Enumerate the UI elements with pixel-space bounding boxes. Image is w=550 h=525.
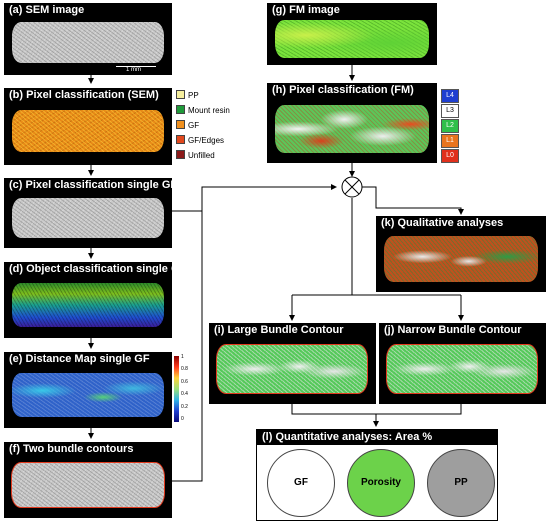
legend-fm-item: L1	[441, 134, 459, 148]
panel-pixel-classification-single-gf: (c) Pixel classification single GF	[4, 178, 172, 248]
panel-title: (i) Large Bundle Contour	[214, 324, 344, 336]
legend-sem-item: Unfilled	[176, 150, 215, 160]
panel-title: (k) Qualitative analyses	[381, 217, 504, 229]
panel-title: (l) Quantitative analyses: Area %	[262, 431, 433, 443]
colorbar-tick-label: 0.8	[181, 366, 188, 373]
panel-object-classification: (d) Object classification single GF	[4, 262, 172, 338]
specimen-narrow-contour	[387, 345, 537, 393]
panel-title: (j) Narrow Bundle Contour	[384, 324, 522, 336]
colorbar-tick-label: 0.2	[181, 403, 188, 410]
panel-two-bundle-contours: (f) Two bundle contours	[4, 442, 172, 518]
panel-pixel-classification-sem: (b) Pixel classification (SEM)	[4, 88, 172, 165]
legend-label: PP	[188, 91, 199, 100]
panel-header-bar	[257, 430, 497, 445]
specimen-distance-map	[12, 373, 164, 417]
specimen-object-classes	[12, 283, 164, 327]
colorbar-tick-label: 0	[181, 416, 184, 422]
legend-label: Mount resin	[188, 106, 230, 115]
panel-narrow-bundle-contour: (j) Narrow Bundle Contour	[379, 323, 546, 404]
specimen-fm-classified	[275, 105, 429, 153]
panel-title: (g) FM image	[272, 4, 340, 16]
area-circle-porosity: Porosity	[347, 449, 415, 517]
colorbar-tick-label: 0.4	[181, 391, 188, 398]
legend-sem-item: GF	[176, 120, 199, 130]
legend-fm-item: L3	[441, 104, 459, 118]
legend-swatch	[176, 90, 185, 99]
area-circle-gf: GF	[267, 449, 335, 517]
combine-node	[341, 176, 363, 198]
specimen-large-contour	[217, 345, 367, 393]
specimen-single-gf	[12, 198, 164, 238]
specimen-contours	[12, 463, 164, 507]
legend-sem-item: Mount resin	[176, 105, 230, 115]
legend-swatch	[176, 105, 185, 114]
legend-sem-item: PP	[176, 90, 199, 100]
specimen-classified	[12, 110, 164, 152]
panel-distance-map: (e) Distance Map single GF	[4, 352, 172, 428]
panel-title: (b) Pixel classification (SEM)	[9, 89, 159, 101]
legend-fm-item: L2	[441, 119, 459, 133]
legend-label: GF/Edges	[188, 136, 225, 145]
legend-sem-item: GF/Edges	[176, 135, 224, 145]
colorbar-tick-label: 0.6	[181, 378, 188, 385]
panel-title: (c) Pixel classification single GF	[9, 179, 172, 191]
panel-sem-image: (a) SEM image 1 mm	[4, 3, 172, 75]
specimen-qualitative	[384, 236, 538, 282]
panel-large-bundle-contour: (i) Large Bundle Contour	[209, 323, 376, 404]
legend-label: Unfilled	[188, 151, 215, 160]
panel-qualitative-analyses: (k) Qualitative analyses	[376, 216, 546, 292]
colorbar	[174, 356, 179, 422]
legend-swatch	[176, 120, 185, 129]
panel-pixel-classification-fm: (h) Pixel classification (FM)	[267, 83, 437, 163]
panel-title: (f) Two bundle contours	[9, 443, 134, 455]
panel-title: (e) Distance Map single GF	[9, 353, 150, 365]
specimen-sem	[12, 22, 164, 63]
legend-fm-item: L4	[441, 89, 459, 103]
panel-title: (d) Object classification single GF	[9, 263, 172, 275]
legend-fm-item: L0	[441, 149, 459, 163]
legend-swatch	[176, 150, 185, 159]
panel-fm-image: (g) FM image	[267, 3, 437, 65]
scale-bar	[116, 66, 156, 67]
panel-title: (a) SEM image	[9, 4, 85, 16]
colorbar-tick-label: 1	[181, 354, 184, 360]
panel-title: (h) Pixel classification (FM)	[272, 84, 414, 96]
specimen-fm	[275, 20, 429, 58]
legend-swatch	[176, 135, 185, 144]
scale-bar-label: 1 mm	[126, 67, 141, 73]
legend-label: GF	[188, 121, 200, 130]
area-circle-pp: PP	[427, 449, 495, 517]
